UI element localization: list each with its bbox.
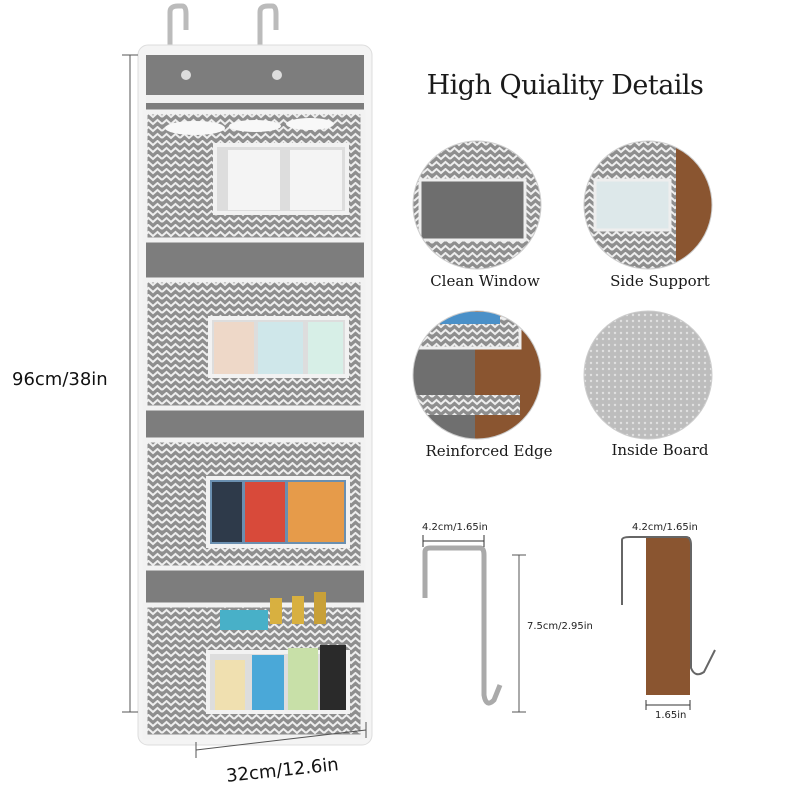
detail-reinforced-edge [412,310,542,440]
hook-width-label: 4.2cm/1.65in [422,522,488,533]
pocket-4 [142,592,366,740]
detail-side-support [583,140,713,270]
door-hook-width-label: 4.2cm/1.65in [632,522,698,533]
caption-reinforced-edge: Reinforced Edge [425,442,553,460]
pocket-3 [142,437,366,571]
caption-clean-window: Clean Window [430,272,540,290]
details-title: High Quiality Details [426,70,704,101]
hook-diagram [422,535,526,713]
detail-inside-board [583,310,713,440]
door-thickness-label: 1.65in [655,710,687,721]
hook-height-label: 7.5cm/2.95in [527,621,593,632]
pocket-2 [142,277,366,411]
caption-side-support: Side Support [610,272,710,290]
pocket-1 [142,109,366,243]
door-hook-icons [167,3,279,48]
caption-inside-board: Inside Board [611,441,709,459]
height-dimension-label: 96cm/38in [12,369,108,390]
door-hook-diagram [621,536,716,710]
detail-clean-window [412,140,542,270]
